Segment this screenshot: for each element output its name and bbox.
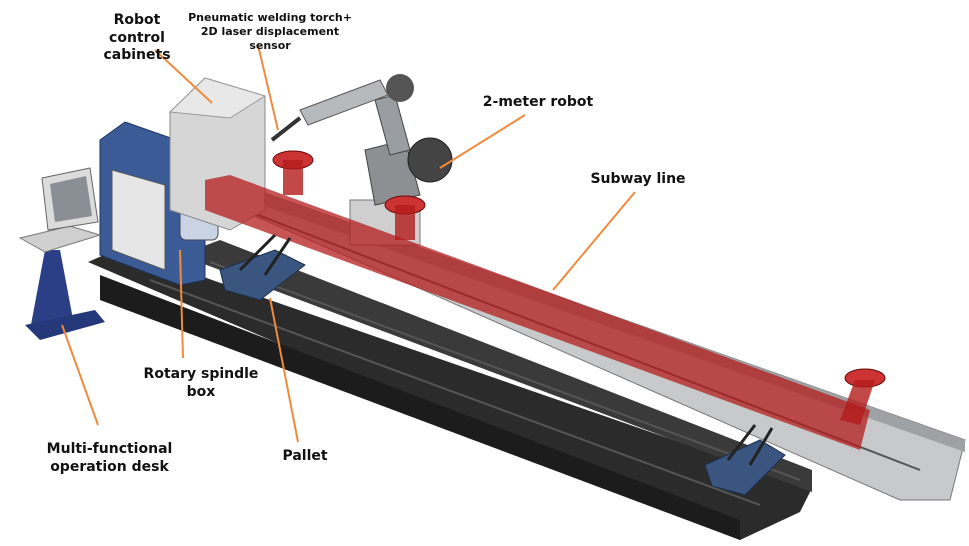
label-subway-line: Subway line: [590, 171, 686, 187]
operation-desk: [18, 167, 105, 340]
leader-pallet: [269, 297, 299, 443]
label-multi-functional-desk: Multi-functional operation desk: [46, 441, 173, 475]
leader-subway: [552, 191, 636, 291]
workpiece-pipe: [205, 150, 886, 450]
label-two-meter-robot: 2-meter robot: [482, 94, 594, 110]
leader-spindle: [179, 249, 184, 359]
pallet-left: [219, 233, 306, 301]
leader-desk: [61, 324, 99, 426]
pallet-right: [704, 424, 786, 496]
leader-lines: [61, 44, 636, 443]
label-welding-torch-sensor: Pneumatic welding torch+ 2D laser displa…: [188, 11, 352, 52]
leader-torch: [257, 44, 279, 131]
base-frame: [88, 240, 812, 540]
label-rotary-spindle-box: Rotary spindle box: [143, 366, 259, 400]
leader-robot: [439, 114, 526, 169]
leader-cabinet: [154, 49, 213, 104]
label-pallet: Pallet: [282, 448, 328, 464]
label-robot-control-cabinets: Robot control cabinets: [103, 12, 171, 63]
